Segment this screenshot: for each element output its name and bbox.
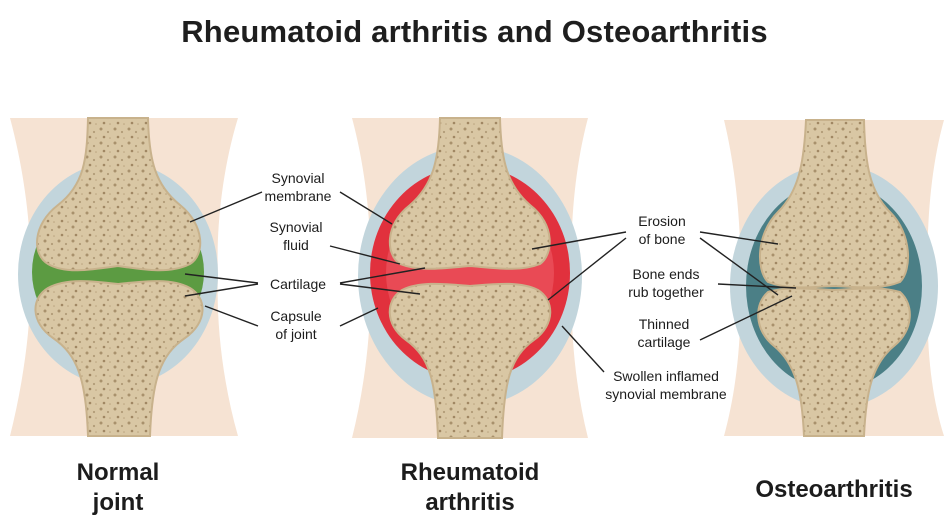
caption-normal-1: Normal [77,459,160,486]
label-synovial-fluid-1: Synovial [270,219,323,235]
label-capsule-1: Capsule [270,308,322,324]
label-capsule-2: of joint [275,326,316,342]
label-erosion-2: of bone [639,231,686,247]
label-swollen-2: synovial membrane [605,386,727,402]
label-synovial-membrane-2: membrane [265,188,332,204]
label-bone-ends-2: rub together [628,284,704,300]
label-swollen-1: Swollen inflamed [613,368,719,384]
caption-rheumatoid-1: Rheumatoid [401,459,540,486]
caption-osteoarthritis: Osteoarthritis [755,476,912,503]
label-bone-ends-1: Bone ends [633,266,700,282]
caption-rheumatoid-2: arthritis [425,489,514,516]
osteo-joint [724,120,944,436]
label-cartilage: Cartilage [270,276,326,292]
label-synovial-membrane-1: Synovial [272,170,325,186]
rheumatoid-joint [352,118,588,438]
captions: Normal joint Rheumatoid arthritis Osteoa… [77,459,913,516]
caption-normal-2: joint [92,489,144,516]
label-thinned-2: cartilage [638,334,691,350]
label-synovial-fluid-2: fluid [283,237,309,253]
label-thinned-1: Thinned [639,316,690,332]
label-erosion-1: Erosion [638,213,685,229]
